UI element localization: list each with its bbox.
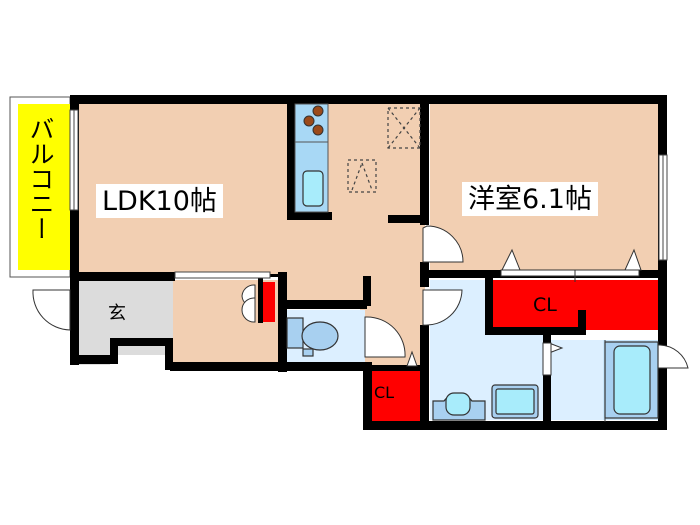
bath-dressing-floor: [550, 340, 605, 420]
closet-bedroom: [490, 280, 658, 330]
balcony-area: [18, 104, 70, 270]
closet-bedroom-label: CL: [533, 294, 557, 316]
western-room-label: 洋室6.1帖: [462, 182, 598, 216]
bathtub-icon: [604, 341, 659, 419]
entrance-label: 玄: [108, 303, 126, 324]
washing-machine-icon: [491, 384, 539, 419]
closet-door: [500, 269, 640, 277]
kitchen-stove-icon: [303, 105, 324, 136]
balcony-label: バルコニー: [26, 116, 55, 241]
closet-hall: [372, 370, 425, 422]
refrigerator-space-icon: [387, 107, 421, 149]
closet-corridor: [263, 282, 275, 322]
window-icon: [69, 109, 668, 279]
kitchen-sink-icon: [302, 170, 324, 207]
closet-hall-label: CL: [374, 383, 395, 402]
door-swing-icon: [32, 225, 689, 369]
toilet-icon: [286, 317, 339, 357]
storage-space-icon: [347, 159, 377, 193]
bath-door: [542, 342, 552, 376]
washbasin-icon: [432, 392, 486, 421]
ldk-label: LDK10帖: [96, 184, 223, 218]
